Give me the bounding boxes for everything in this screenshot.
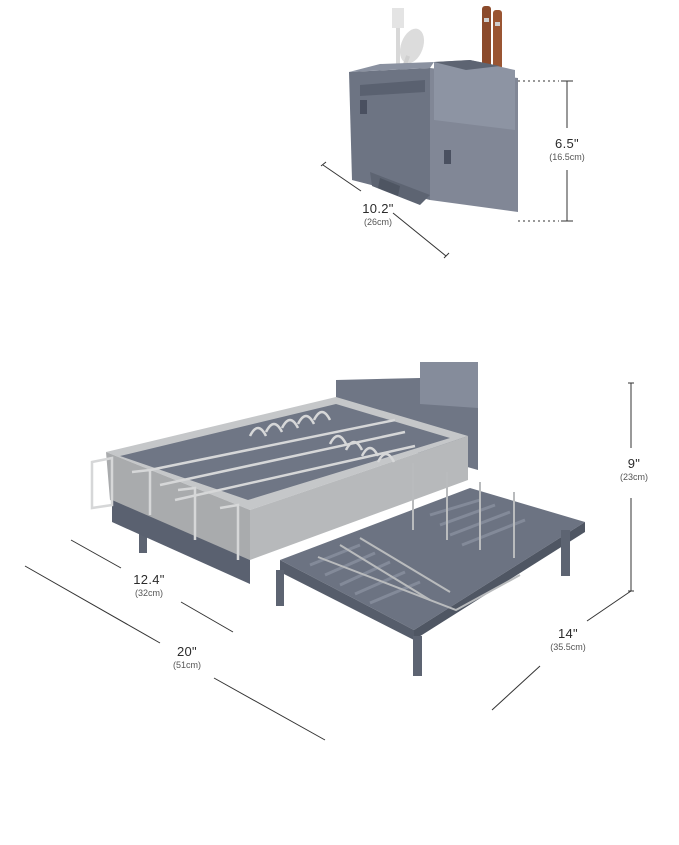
tray-depth-label: 14" (35.5cm) [536,626,600,652]
caddy-width-label: 10.2" (26cm) [350,201,406,227]
caddy-width-value: 10.2" [362,201,394,216]
rack-depth-value: 12.4" [133,572,165,587]
caddy-width-metric: (26cm) [363,217,392,227]
plate-rack-wires [90,410,416,560]
rack-height-value: 9" [627,456,641,471]
rack-length-label: 20" (51cm) [156,644,218,670]
tray-peg-rack [317,463,521,612]
rack-dimension-lines [24,382,634,741]
rack-height-metric: (23cm) [619,472,648,482]
rack-length-value: 20" [177,644,197,659]
rack-length-metric: (51cm) [172,660,201,670]
caddy-dimension-lines [320,80,573,259]
tray-depth-metric: (35.5cm) [550,642,586,652]
drain-tray [139,488,585,676]
utensil-caddy [349,6,518,212]
rack-depth-label: 12.4" (32cm) [118,572,180,598]
caddy-height-metric: (16.5cm) [549,152,585,162]
tray-depth-value: 14" [558,626,578,641]
dish-rack [90,362,585,676]
caddy-height-value: 6.5" [555,136,579,151]
knife-handles [482,6,502,76]
rack-height-label: 9" (23cm) [603,456,665,482]
caddy-height-label: 6.5" (16.5cm) [536,136,598,162]
rack-depth-metric: (32cm) [134,588,163,598]
